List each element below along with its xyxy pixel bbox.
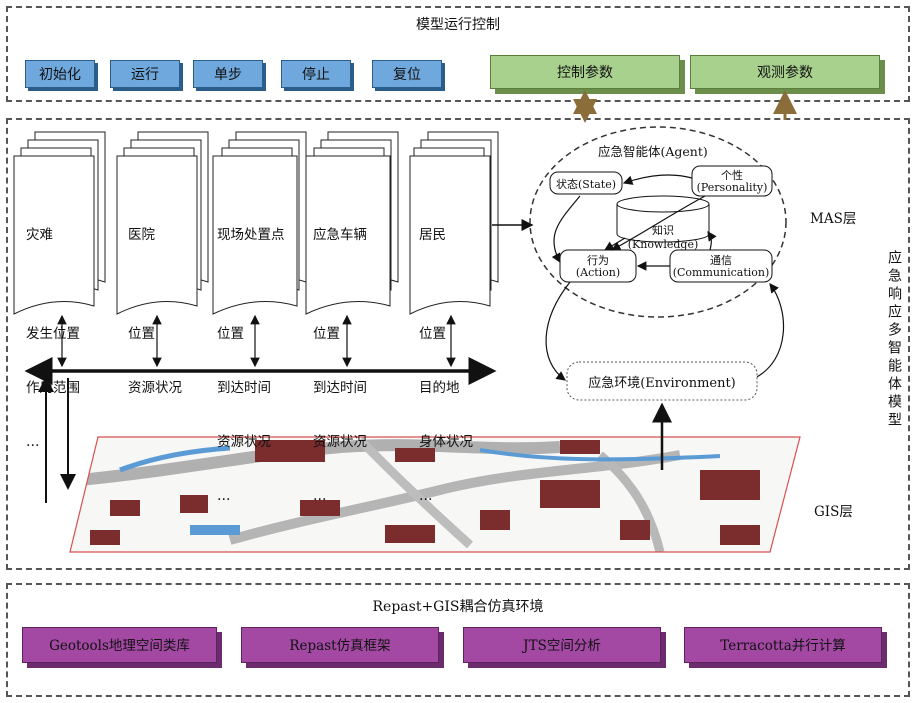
gis-map <box>69 436 801 553</box>
reset-button[interactable]: 复位 <box>372 60 442 88</box>
init-button[interactable]: 初始化 <box>25 60 95 88</box>
communication-to-knowledge-arrow <box>707 231 717 251</box>
jts-block: JTS空间分析 <box>463 627 661 663</box>
doc-site-line: 到达时间 <box>217 380 271 396</box>
communication-label-2: (Communication) <box>672 266 770 279</box>
agent-circle <box>529 126 787 318</box>
personality-label-2: (Personality) <box>696 181 768 194</box>
control-panel <box>6 6 910 102</box>
control-params-button[interactable]: 控制参数 <box>490 55 680 89</box>
doc-site-line: 位置 <box>217 326 244 342</box>
doc-vehicle-line: 到达时间 <box>313 380 367 396</box>
run-button[interactable]: 运行 <box>110 60 180 88</box>
gis-layer-label: GIS层 <box>814 504 853 520</box>
knowledge-cylinder <box>616 195 710 243</box>
step-button[interactable]: 单步 <box>193 60 263 88</box>
environment-label: 应急环境(Environment) <box>588 376 736 391</box>
doc-stack-resident <box>409 131 499 315</box>
action-label-2: (Action) <box>575 266 621 279</box>
observe-params-button[interactable]: 观测参数 <box>690 55 880 89</box>
state-node <box>549 171 623 195</box>
doc-vehicle-line: 位置 <box>313 326 340 342</box>
environment-to-communication-arrow <box>754 283 785 379</box>
doc-hospital: 医院 位置 资源状况 <box>128 190 182 415</box>
doc-resident-title: 居民 <box>419 227 446 243</box>
doc-stack-disaster <box>13 131 106 315</box>
doc-disaster-line: … <box>26 434 40 450</box>
doc-disaster-line: 发生位置 <box>26 326 80 342</box>
doc-resident-line: 身体状况 <box>419 434 473 450</box>
doc-vehicle: 应急车辆 位置 到达时间 资源状况 … <box>313 190 367 523</box>
doc-site: 现场处置点 位置 到达时间 资源状况 … <box>217 190 285 523</box>
doc-resident-line: … <box>419 488 433 504</box>
model-side-title-text: 应急响应多智能体模型 <box>886 250 902 430</box>
action-node <box>559 249 637 283</box>
control-panel-title: 模型运行控制 <box>416 17 500 33</box>
mas-layer-label: MAS层 <box>810 211 857 227</box>
terracotta-block: Terracotta并行计算 <box>684 627 882 663</box>
doc-site-line: … <box>217 488 231 504</box>
action-to-environment-arrow <box>545 281 571 381</box>
action-label-1: 行为 <box>587 254 609 267</box>
doc-hospital-title: 医院 <box>128 227 155 243</box>
personality-to-state-arrow <box>622 174 693 185</box>
doc-vehicle-title: 应急车辆 <box>313 227 367 243</box>
doc-disaster-line: 作用范围 <box>26 380 80 396</box>
doc-disaster-title: 灾难 <box>26 227 53 243</box>
state-label: 状态(State) <box>555 178 617 191</box>
geotools-block: Geotools地理空间类库 <box>22 627 217 663</box>
doc-resident: 居民 位置 目的地 身体状况 … <box>419 190 473 523</box>
repast-block: Repast仿真框架 <box>241 627 439 663</box>
doc-site-line: 资源状况 <box>217 434 271 450</box>
communication-label-1: 通信 <box>710 254 732 267</box>
state-to-action-arrow <box>551 195 581 264</box>
model-side-title: 应急响应多智能体模型 <box>883 250 902 437</box>
knowledge-to-action-arrow <box>603 237 626 251</box>
doc-resident-line: 目的地 <box>419 380 460 396</box>
doc-resident-line: 位置 <box>419 326 446 342</box>
model-panel <box>6 118 910 570</box>
doc-site-title: 现场处置点 <box>217 227 285 243</box>
doc-stack-hospital <box>116 131 209 315</box>
personality-label-1: 个性 <box>721 169 743 182</box>
platform-panel <box>6 583 910 697</box>
doc-stack-site <box>212 131 307 315</box>
doc-hospital-line: 资源状况 <box>128 380 182 396</box>
stop-button[interactable]: 停止 <box>281 60 351 88</box>
doc-hospital-line: 位置 <box>128 326 155 342</box>
doc-vehicle-line: 资源状况 <box>313 434 367 450</box>
doc-disaster: 灾难 发生位置 作用范围 … <box>26 190 80 469</box>
personality-node <box>691 165 773 197</box>
knowledge-label: 知识(Knowledge) <box>627 224 699 251</box>
doc-stack-vehicle <box>305 131 399 315</box>
doc-vehicle-line: … <box>313 488 327 504</box>
agent-title: 应急智能体(Agent) <box>598 144 708 159</box>
platform-panel-title: Repast+GIS耦合仿真环境 <box>372 599 544 615</box>
environment-node <box>566 361 758 401</box>
personality-to-action-arrow <box>610 195 706 251</box>
